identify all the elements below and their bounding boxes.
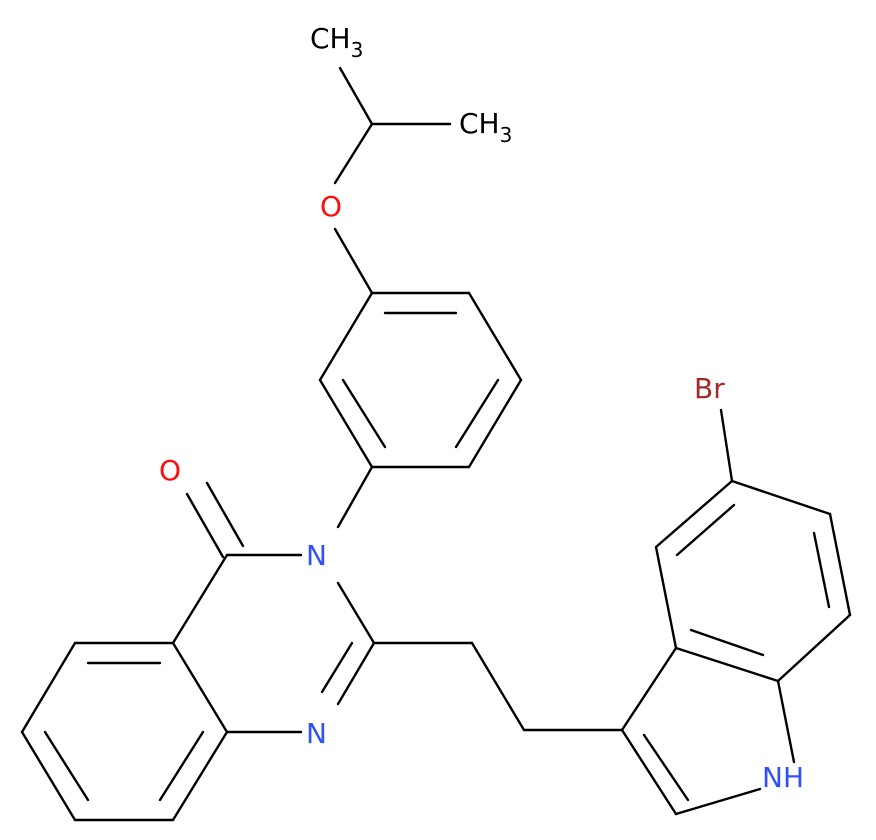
- bond-bz-3-inner: [43, 730, 90, 802]
- bond-n3-c2: [336, 581, 376, 645]
- bond-bz-3: [20, 730, 77, 822]
- bond-bz-2: [20, 641, 77, 734]
- bond-ib-2: [654, 479, 734, 549]
- nitrogen-n1-label: N: [306, 717, 327, 750]
- bond-c3-c2ind-inner: [642, 733, 690, 802]
- bond-ph-5: [318, 378, 374, 469]
- bond-c4-o-b: [205, 481, 245, 548]
- bond-c5-br: [719, 408, 734, 483]
- oxygen-ether-label: O: [320, 190, 342, 223]
- bromine-label: Br: [694, 372, 725, 405]
- bond-nh-c7a: [776, 679, 796, 764]
- bond-c8a-c4a: [171, 641, 229, 734]
- bond-ib-3: [730, 479, 832, 516]
- indole-nh-label: NH: [762, 761, 804, 794]
- bond-o-aryl: [333, 227, 374, 295]
- bond-ib-5: [776, 613, 852, 683]
- bond-c2-n1-inner: [320, 641, 354, 694]
- bond-ch-o: [333, 122, 374, 185]
- bond-aryl-n3: [336, 465, 374, 529]
- ch3-top-label: CH3: [310, 22, 363, 62]
- bond-c4-c4a: [171, 553, 229, 645]
- bond-ib-1: [654, 545, 678, 650]
- bond-ph-3-inner: [454, 378, 500, 449]
- bond-ib-2-inner: [675, 503, 736, 557]
- bond-ph-5-inner: [341, 378, 387, 449]
- nitrogen-n3-label: N: [306, 539, 327, 572]
- bond-bz-5-inner: [158, 730, 205, 802]
- bond-ph-6: [318, 291, 374, 382]
- bond-bz-5: [171, 730, 229, 822]
- bond-ib-4: [828, 512, 852, 617]
- bond-ib-4-inner: [812, 531, 831, 609]
- bond-c2ind-nh: [674, 787, 762, 816]
- bond-c2-n1: [336, 641, 376, 706]
- bond-c3a-c7a-inner: [689, 628, 765, 657]
- bond-c3a-c7a: [674, 646, 780, 683]
- atom-labels: CH3 CH3 O O N N Br NH: [159, 22, 804, 794]
- bond-ch3top-ch: [338, 66, 374, 126]
- bond-c4-o-a: [185, 492, 225, 559]
- oxygen-carbonyl-label: O: [159, 454, 181, 487]
- bond-c3-c2ind: [620, 728, 678, 816]
- bonds: [20, 66, 852, 822]
- bond-c3a-c3: [620, 646, 678, 732]
- bond-ph-3: [467, 378, 523, 469]
- bond-ch2a-ch2b: [470, 641, 526, 732]
- bond-ph-2: [467, 291, 523, 382]
- ch3-right-label: CH3: [459, 107, 512, 147]
